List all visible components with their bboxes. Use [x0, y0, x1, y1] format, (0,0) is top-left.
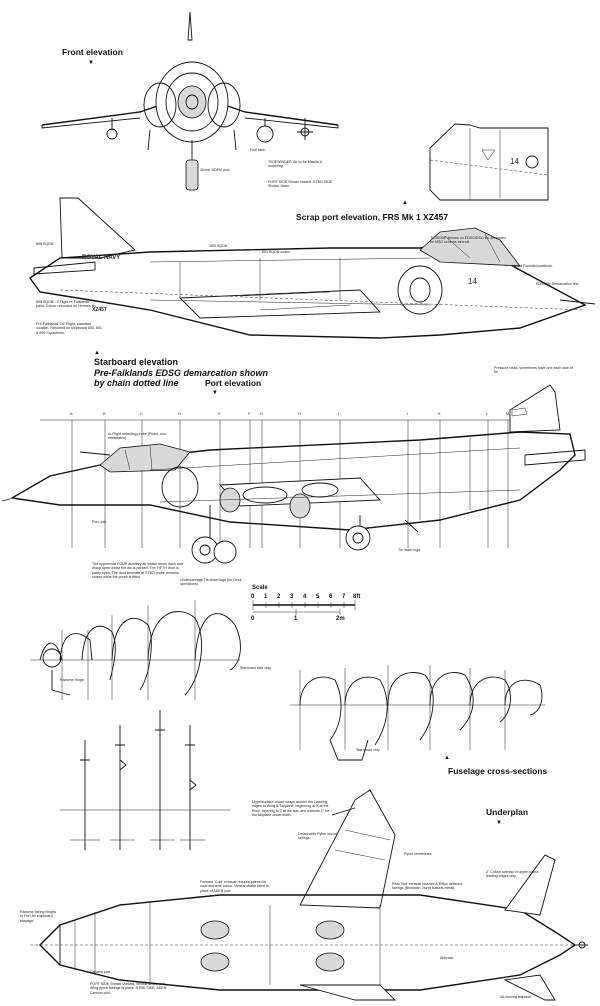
- aden-pod-note: 30mm 'ADEN' pod.: [200, 168, 231, 172]
- station-b: B: [103, 411, 106, 416]
- station-i: I: [338, 411, 340, 416]
- cross-sections-row-3: [60, 710, 230, 850]
- scale-m-0: 0: [251, 616, 255, 622]
- station-k: K: [438, 411, 441, 416]
- fuel-tank-note: Fuel tank.: [250, 148, 266, 152]
- underplan-view: [30, 789, 590, 1001]
- scale-ft-5: 5: [316, 594, 320, 600]
- pointer-triangle: ▼: [496, 820, 502, 826]
- tiedown-note: Tie down lugs.: [398, 548, 422, 552]
- pointer-triangle: ▼: [88, 60, 94, 66]
- scale-ft-6: 6: [329, 594, 333, 600]
- starboard-subtitle-line-1: Pre-Falklands EDSG demarcation shown: [94, 368, 269, 378]
- port-side-shown-note: PORT SIDE Shown Viewed, Ventral strake a…: [90, 982, 168, 995]
- camera-port-note: Camera port.: [90, 970, 111, 974]
- radome-fairing-note: Radome fairing hinges to Port for shipbo…: [20, 910, 56, 923]
- royal-navy-marking: ROYAL NAVY: [82, 255, 121, 261]
- pressure-head-note: Pressure head, sometimes have one each s…: [494, 366, 573, 375]
- auxiliary-intake-note: The uppermost FOUR auxiliary air intake …: [92, 562, 184, 580]
- scale-m-2: 2m: [336, 616, 345, 622]
- all-moving-tailplane-note: All-moving tailplane.: [500, 995, 533, 999]
- inflight-refuel-note: In-Flight refuelling probe (Fixed, non-r…: [108, 432, 167, 441]
- station-j: J: [406, 411, 408, 416]
- fuselage-cross-sections-heading: Fuselage cross-sections: [448, 766, 548, 776]
- pylon-centrelines-note: Pylon centrelines.: [404, 852, 433, 856]
- sqdn-800-note: 800 SQDN: [210, 244, 228, 248]
- scale-ft-8: 8ft: [353, 594, 361, 600]
- station-g: G: [260, 411, 264, 416]
- scrap-port-view: [429, 123, 549, 201]
- rear-hot-nozzles-note: Rear 'Hot' exhaust nozzles & Efflux defl…: [392, 882, 463, 891]
- forward-cold-nozzles-note: Forward 'Cold' exhaust nozzles painted i…: [200, 880, 269, 893]
- undercarriage-note: Undercarriage Tie-down lugs (for Deck op…: [180, 578, 242, 587]
- underplan-heading: Underplan: [486, 807, 529, 817]
- scale-ft-4: 4: [303, 594, 307, 600]
- starboard-side-only-note: Starboard side only.: [240, 666, 272, 670]
- cross-sections-row-1: [30, 600, 241, 700]
- station-c: C: [140, 411, 143, 416]
- nose-number-marking: 14: [510, 157, 519, 166]
- radome-hinge-note: Radome Hinge.: [60, 678, 85, 682]
- airbrake-note: Airbrake.: [440, 956, 455, 960]
- cross-sections-row-2: [290, 665, 545, 761]
- scheme-arrows-note: 'SCHEME' Arrows on EDSG/DSG ltd. Amended…: [430, 236, 506, 245]
- front-elevation-heading: Front elevation: [62, 47, 123, 57]
- colour-overlap-note: 2" Colour overlap of upper colour, leadi…: [486, 870, 540, 879]
- edsg-demarcation-note: EDSG/W Demarcation line: [536, 282, 579, 286]
- pointer-triangle: ▲: [444, 755, 450, 761]
- station-m: M: [506, 411, 510, 416]
- pointer-triangle: ▼: [212, 390, 218, 396]
- station-e: E: [218, 411, 221, 416]
- scale-m-1: 1: [294, 616, 298, 622]
- sqdn-801-note: 801 SQDN codes: [262, 250, 290, 254]
- starboard-only-note: Starboard only.: [356, 748, 381, 752]
- pointer-triangle: ▲: [94, 350, 100, 356]
- sqdn-899-note: 899 SQDN: [36, 242, 54, 246]
- station-l: L: [486, 411, 489, 416]
- scale-bar: [252, 600, 356, 615]
- scrap-port-heading: Scrap port elevation, FRS Mk 1 XZ457: [296, 212, 449, 222]
- scale-ft-7: 7: [342, 594, 346, 600]
- starboard-subtitle-line-2: by chain dotted line: [94, 378, 179, 388]
- serial-marking: XZ457: [92, 307, 107, 313]
- station-h: H: [298, 411, 301, 416]
- port-side-loaded-note: PORT SIDE Shown loaded. STBD SIDE Shown …: [268, 180, 332, 189]
- scale-title: Scale: [252, 585, 268, 591]
- pylon-fairings-note: Detachable Pylon mount fairings.: [298, 832, 338, 841]
- pre-falklands-note: Pre-Falklands 'ZA' Flight, standard loca…: [36, 322, 102, 335]
- station-f: F: [248, 411, 251, 416]
- station-d: D: [178, 411, 181, 416]
- sidewinder-note: 'SIDEWINDER' Air to Air Missile & mounti…: [268, 160, 323, 169]
- starboard-elevation-view: [29, 197, 596, 339]
- fin-code-marking: 14: [468, 277, 477, 286]
- port-elevation-heading: Port elevation: [205, 378, 262, 388]
- scale-ft-0: 0: [251, 594, 255, 600]
- uppersurface-colour-note: Uppersurface colour wraps around the Lea…: [252, 800, 330, 818]
- varied-roundel-note: Varied Roundel positions.: [512, 264, 553, 268]
- pointer-triangle: ▲: [402, 200, 408, 206]
- station-a: A: [70, 411, 73, 416]
- scale-ft-1: 1: [264, 594, 268, 600]
- port-only-note: Port only.: [92, 520, 107, 524]
- scale-ft-3: 3: [290, 594, 294, 600]
- front-elevation-view: [41, 11, 339, 191]
- starboard-elevation-heading: Starboard elevation: [94, 357, 179, 367]
- port-elevation-view: [1, 384, 586, 564]
- scale-ft-2: 2: [277, 594, 281, 600]
- sqdn-809-note: 809 SQDN - 2 Flight re-Falklands paint. …: [36, 300, 97, 309]
